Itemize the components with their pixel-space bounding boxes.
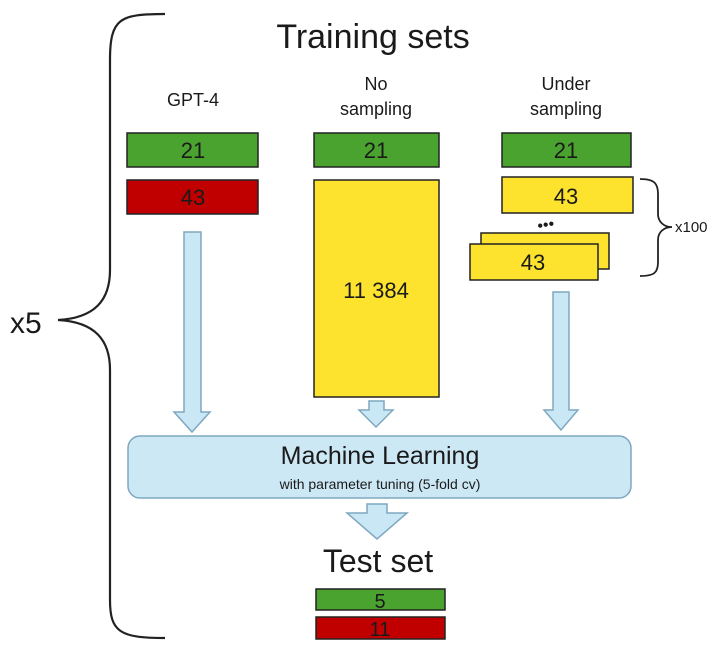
under-sampling-negative-value-front: 43 (554, 184, 578, 209)
no-sampling-header-line1: No (364, 74, 387, 94)
machine-learning-subtitle: with parameter tuning (5-fold cv) (279, 476, 481, 492)
under-sampling-positive-box (501, 132, 632, 168)
gpt4-positive-box (126, 132, 259, 168)
no-sampling-negative-value: 11 384 (343, 278, 409, 303)
ml-to-test-arrow (344, 503, 410, 540)
no-sampling-positive-value: 21 (364, 138, 388, 163)
gpt4-down-arrow (172, 231, 212, 434)
no-sampling-header-line2: sampling (340, 99, 412, 119)
under-sampling-negative-value-back: 43 (521, 250, 545, 275)
repeat-x5-label: x5 (10, 307, 42, 340)
under-sampling-down-arrow (542, 291, 580, 432)
machine-learning-title: Machine Learning (281, 442, 480, 470)
no-sampling-down-arrow (357, 400, 395, 429)
gpt4-negative-box (126, 179, 259, 215)
x100-brace (639, 178, 673, 277)
under-sampling-header-line1: Under (541, 74, 590, 94)
under-sampling-ellipsis: ••• (536, 216, 556, 236)
test-set-title: Test set (323, 543, 433, 579)
no-sampling-negative-box (313, 179, 440, 398)
gpt4-negative-value: 43 (181, 185, 205, 210)
under-sampling-negative-box-back (469, 243, 599, 281)
machine-learning-box (127, 435, 632, 499)
x100-label: x100 (675, 219, 708, 236)
under-sampling-negative-box-front (501, 176, 634, 214)
test-positive-value: 5 (374, 591, 385, 613)
outer-brace (57, 12, 166, 640)
gpt4-positive-value: 21 (181, 138, 205, 163)
under-sampling-positive-value: 21 (554, 138, 578, 163)
test-negative-value: 11 (370, 619, 391, 641)
gpt4-header: GPT-4 (167, 90, 219, 110)
no-sampling-positive-box (313, 132, 440, 168)
test-positive-box (315, 588, 446, 611)
test-negative-box (315, 616, 446, 640)
under-sampling-header-line2: sampling (530, 99, 602, 119)
training-sets-title: Training sets (276, 18, 469, 56)
